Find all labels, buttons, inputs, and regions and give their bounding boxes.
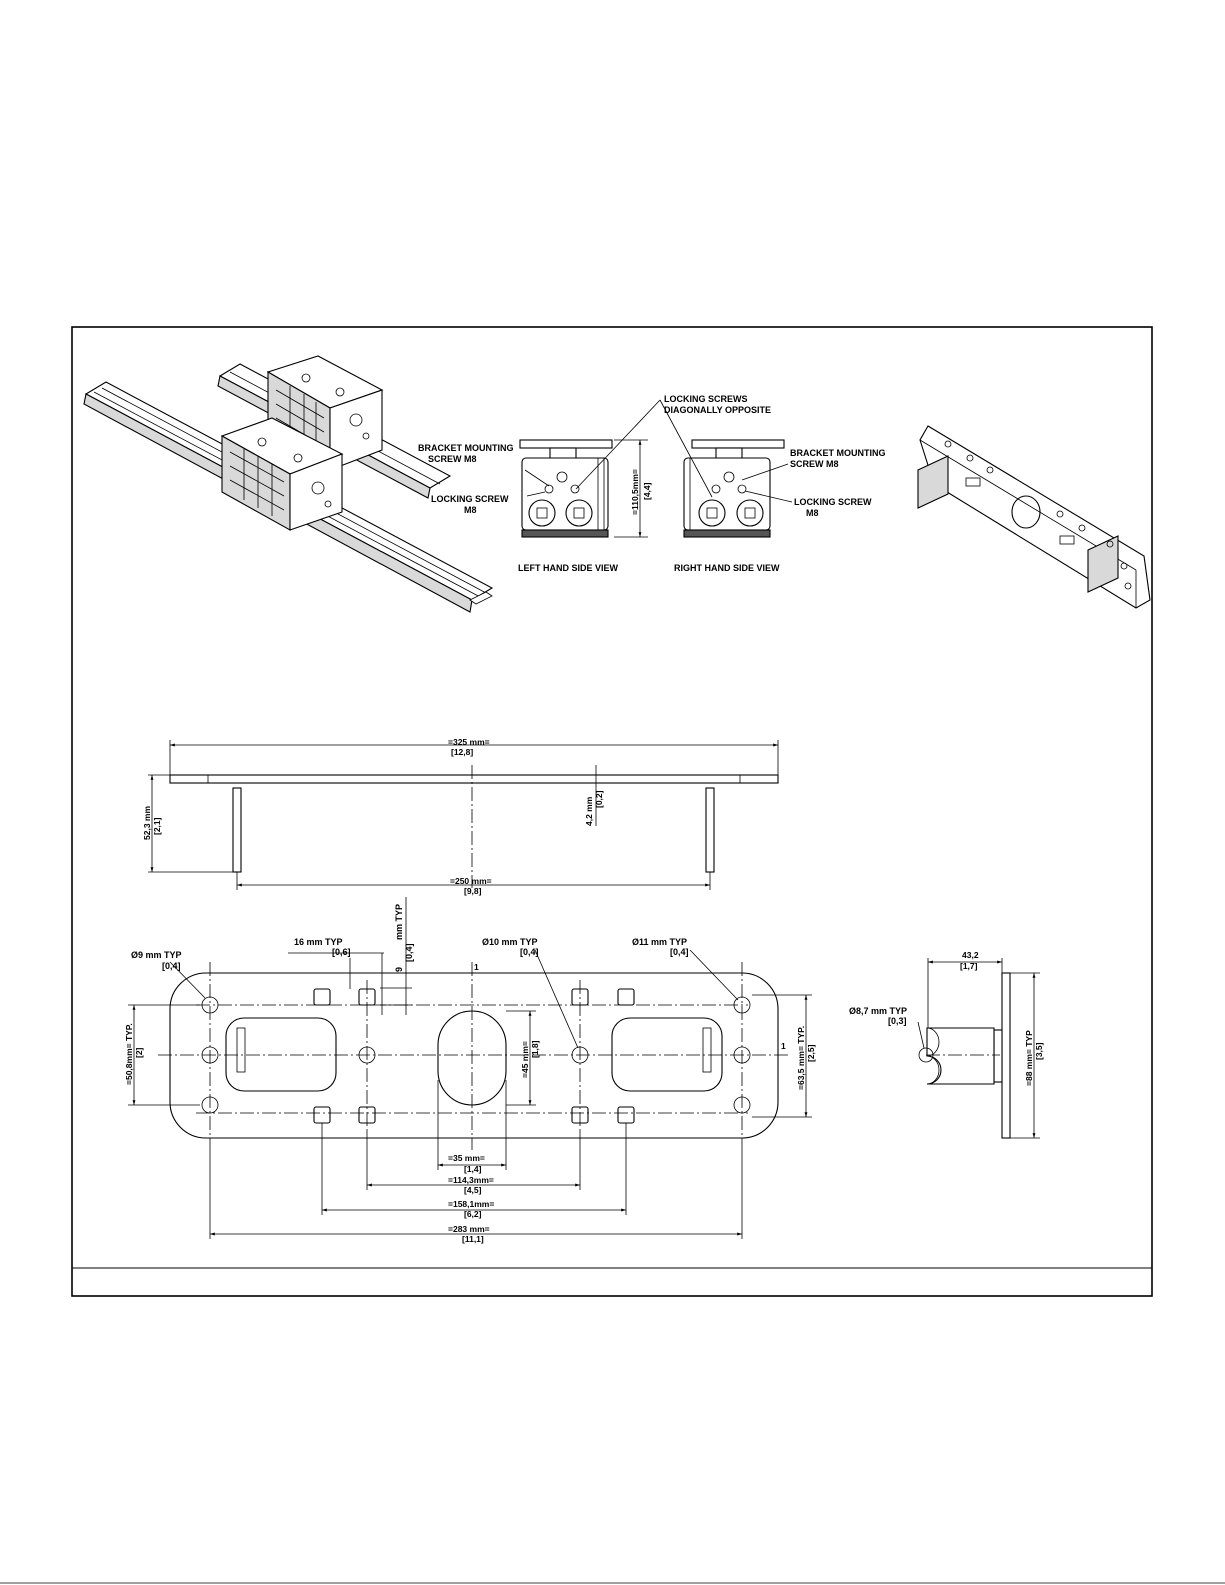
dim-35-inch: [1,4] [464,1164,482,1174]
dim-height-110-inch: [4,4] [642,482,652,500]
label-hole-9: Ø9 mm TYP [131,950,182,960]
plan-view [128,897,812,1239]
dim-283: =283 mm= [448,1224,490,1234]
label-hole-10-inch: [0,4] [520,947,539,957]
label-hole-9-inch: [0,4] [162,961,181,971]
dim-635: =63,5 mm= TYP. [796,1026,806,1090]
label-hole-11: Ø11 mm TYP [632,937,687,947]
label-offset-16-inch: [0,6] [332,947,351,957]
label-locking-screw-left-2: M8 [464,505,477,515]
dim-45: =45 mm= [520,1041,530,1078]
dim-height-110: =110,5mm= [630,469,640,515]
mark-center-right: 1 [781,1041,786,1051]
label-diagonally-opposite: DIAGONALLY OPPOSITE [664,405,771,415]
label-locking-screw-left: LOCKING SCREW [431,494,509,504]
mark-center-top: 1 [474,962,479,972]
label-offset-9-value: 9 [394,967,404,972]
dim-45-inch: [1,8] [530,1040,540,1058]
dim-span-250-inch: [9,8] [464,886,482,896]
label-bracket-mounting-right: BRACKET MOUNTING [790,448,886,458]
label-locking-screws: LOCKING SCREWS [664,394,748,404]
label-bracket-mounting-left: BRACKET MOUNTING [418,443,514,453]
isometric-bracket [917,425,1151,609]
left-side-view [519,439,613,538]
right-side-view [683,439,785,538]
end-view [917,958,1040,1139]
label-right-hand-side-view: RIGHT HAND SIDE VIEW [674,563,780,573]
drawing-frame [0,326,1225,1584]
label-hole-87-inch: [0,3] [888,1016,907,1026]
label-offset-16: 16 mm TYP [294,937,343,947]
dim-1581: =158,1mm= [448,1199,494,1209]
dim-432-inch: [1,7] [960,961,978,971]
dim-thickness-42: 4,2 mm [584,796,594,826]
dim-508-inch: [2] [134,1047,144,1058]
dim-35: =35 mm= [448,1153,485,1163]
dim-283-inch: [11,1] [462,1234,484,1244]
dim-thickness-42-inch: [0,2] [594,790,604,808]
label-offset-9-inch: [0,4] [404,943,414,962]
dim-635-inch: [2,5] [806,1044,816,1062]
label-locking-screw-right: LOCKING SCREW [794,497,872,507]
dim-span-250: =250 mm= [450,876,492,886]
label-hole-87: Ø8,7 mm TYP [849,1006,907,1016]
dim-length-325-inch: [12,8] [451,747,473,757]
label-offset-9: mm TYP [394,904,404,940]
dim-508: =50,8mm= TYP. [124,1023,134,1085]
dim-432: 43,2 [962,950,979,960]
label-bracket-mounting-left-2: SCREW M8 [428,454,477,464]
label-left-hand-side-view: LEFT HAND SIDE VIEW [518,563,619,573]
dim-1581-inch: [6,2] [464,1209,482,1219]
side-elevation [148,740,779,890]
dim-1143: =114,3mm= [448,1175,494,1185]
dim-height-523: 52,3 mm [142,806,152,840]
dim-height-523-inch: [2,1] [152,817,162,835]
label-bracket-mounting-right-2: SCREW M8 [790,459,839,469]
dim-length-325: =325 mm= [448,737,490,747]
dim-88-inch: [3,5] [1034,1042,1044,1060]
dim-88: =88 mm= TYP [1024,1030,1034,1086]
dim-1143-inch: [4,5] [464,1185,482,1195]
isometric-assembly [83,355,494,613]
label-hole-11-inch: [0,4] [670,947,689,957]
label-hole-10: Ø10 mm TYP [482,937,538,947]
label-locking-screw-right-2: M8 [806,508,819,518]
